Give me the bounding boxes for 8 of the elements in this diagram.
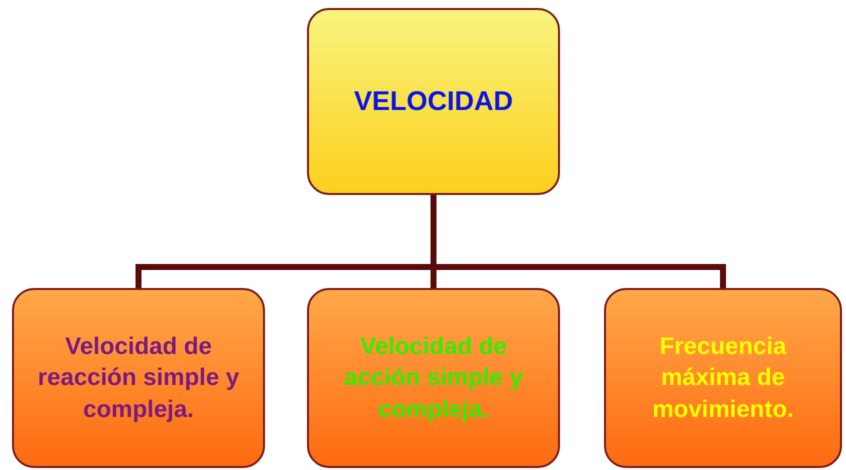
box-text: Velocidad de acción simple y compleja. bbox=[343, 332, 524, 425]
topic-box bbox=[604, 288, 842, 468]
topic-box bbox=[12, 288, 265, 468]
topic-box bbox=[307, 288, 560, 468]
box-text: Frecuencia máxima de movimiento. bbox=[651, 332, 795, 425]
title-box bbox=[307, 8, 560, 195]
box-text: VELOCIDAD bbox=[354, 84, 513, 118]
box-text: Velocidad de reacción simple y compleja. bbox=[36, 332, 240, 425]
